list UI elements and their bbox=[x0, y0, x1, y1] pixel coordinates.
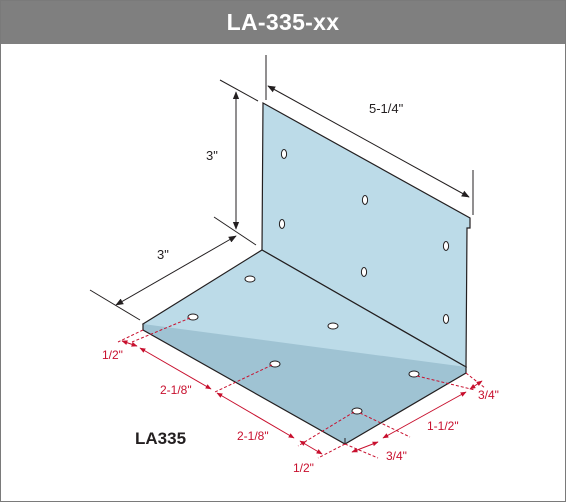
length-dimension bbox=[265, 55, 474, 215]
page-title: LA-335-xx bbox=[226, 9, 340, 35]
spacing-1-label: 2-1/8" bbox=[160, 383, 192, 397]
end-side-label: 3/4" bbox=[478, 388, 499, 402]
length-label: 5-1/4" bbox=[369, 101, 404, 116]
height-label: 3" bbox=[206, 148, 218, 163]
spacing-2-label: 2-1/8" bbox=[237, 429, 269, 443]
end-bottom-label: 3/4" bbox=[386, 449, 407, 463]
part-number-label: LA335 bbox=[135, 429, 186, 448]
hole-location-dimension-lines bbox=[121, 340, 483, 455]
depth-dimension bbox=[89, 235, 237, 321]
edge-bottom-label: 1/2" bbox=[293, 461, 314, 475]
horizontal-leg-holes bbox=[187, 275, 420, 415]
spacing-side-label: 1-1/2" bbox=[427, 419, 459, 433]
depth-label: 3" bbox=[157, 247, 169, 262]
title-bar: LA-335-xx bbox=[1, 1, 565, 44]
height-dimension bbox=[213, 79, 259, 246]
edge-left-label: 1/2" bbox=[102, 348, 123, 362]
